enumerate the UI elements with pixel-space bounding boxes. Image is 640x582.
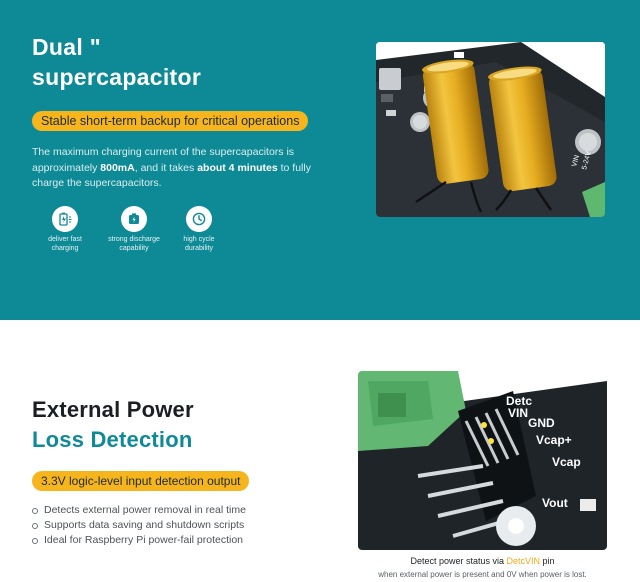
supercapacitor-title: Dual " supercapacitor (32, 32, 201, 92)
voltage-photo-label: 5-24V (581, 150, 593, 170)
clock-icon (186, 206, 212, 232)
bullet-text: Supports data saving and shutdown script… (44, 519, 245, 531)
caption-pin-name: DetcVIN (506, 556, 541, 566)
bullet-icon (32, 522, 38, 529)
backup-badge: Stable short-term backup for critical op… (32, 111, 309, 131)
caption-text: pin (540, 556, 555, 566)
feature-label: durability (184, 244, 213, 252)
feature-label: capability (119, 244, 149, 252)
feature-label: deliver fast (48, 236, 82, 243)
detection-badge: 3.3V logic-level input detection output (32, 471, 250, 491)
feature-label: high cycle (183, 236, 215, 243)
feature-label: strong discharge (108, 236, 160, 243)
pin-label-gnd: GND (528, 416, 555, 430)
feature-bullets: Detects external power removal in real t… (32, 503, 246, 548)
desc-part-2: , and it takes (134, 161, 198, 174)
caption-text: Detect power status via (410, 556, 507, 566)
bullet-text: Ideal for Raspberry Pi power-fail protec… (44, 534, 244, 546)
list-item: Detects external power removal in real t… (32, 503, 246, 518)
fast-charge-icon (52, 206, 78, 232)
pin-label-vout: Vout (542, 496, 568, 510)
photo-caption: Detect power status via DetcVIN pin (358, 556, 607, 566)
supercapacitor-photo: VIN 5-24V (376, 42, 605, 217)
vin-photo-label: VIN (571, 154, 581, 167)
desc-part-1: The maximum charging current of the supe… (32, 146, 295, 174)
bullet-text: Detects external power removal in real t… (44, 504, 246, 516)
title-line-1: Dual " (32, 34, 101, 60)
charging-description: The maximum charging current of the supe… (32, 145, 312, 192)
pin-label-vcap: Vcap (552, 455, 581, 469)
pin-header-photo: Detc VIN GND Vcap+ Vcap Vout (358, 371, 607, 550)
supercapacitor-section: Dual " supercapacitor Stable short-term … (0, 0, 640, 320)
title-line-2: supercapacitor (32, 64, 202, 90)
feature-label: charging (51, 244, 79, 252)
battery-discharge-icon (121, 206, 147, 232)
pin-label-vin: VIN (508, 406, 528, 420)
charge-time-value: about 4 minutes (197, 161, 278, 174)
list-item: Ideal for Raspberry Pi power-fail protec… (32, 533, 246, 548)
pin-label-detc: Detc (506, 394, 532, 408)
desc-part-3: to fully charge the supercapacitors. (32, 161, 311, 190)
list-item: Supports data saving and shutdown script… (32, 518, 246, 533)
photo-subcaption: when external power is present and 0V wh… (378, 570, 587, 579)
pin-label-vcap-plus: Vcap+ (536, 433, 572, 447)
bullet-icon (32, 507, 38, 514)
power-loss-title-line-2: Loss Detection (32, 427, 193, 452)
power-loss-title-line-1: External Power (32, 397, 194, 422)
current-value: 800mA (100, 161, 135, 174)
bullet-icon (32, 537, 38, 544)
